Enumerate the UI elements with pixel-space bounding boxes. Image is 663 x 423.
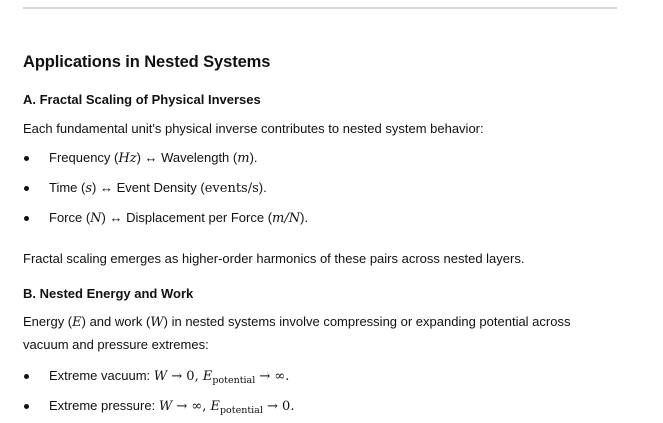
item-text: ) ↔ Event Density ( xyxy=(92,180,205,195)
intro-text: ) and work ( xyxy=(81,314,151,329)
bullet-icon xyxy=(24,186,29,191)
math-expr: → ∞. xyxy=(255,369,290,384)
math-symbol: W xyxy=(150,315,164,330)
math-subscript: potential xyxy=(219,405,263,416)
item-label: Extreme vacuum: xyxy=(49,368,154,383)
math-symbol: E xyxy=(202,369,213,384)
list-item-force: Force (N) ↔ Displacement per Force (m/N)… xyxy=(49,210,308,227)
item-label: Extreme pressure: xyxy=(49,398,159,413)
item-text: ). xyxy=(249,150,258,165)
item-text: Frequency ( xyxy=(49,150,119,165)
item-text: ). xyxy=(258,180,267,195)
list-item-extreme-pressure: Extreme pressure: W → ∞, Epotential → 0. xyxy=(49,398,294,419)
list-item-extreme-vacuum: Extreme vacuum: W → 0, Epotential → ∞. xyxy=(49,368,289,389)
math-unit: s xyxy=(85,181,93,196)
math-unit: m xyxy=(237,151,250,166)
math-symbol: E xyxy=(72,315,82,330)
math-symbol: E xyxy=(210,399,220,414)
bullet-icon xyxy=(24,156,29,161)
section-a-intro: Each fundamental unit's physical inverse… xyxy=(23,121,484,136)
section-b-intro-line1: Energy (E) and work (W) in nested system… xyxy=(23,314,570,331)
list-item-time: Time (s) ↔ Event Density (events/s). xyxy=(49,180,267,197)
math-unit: Hz xyxy=(118,151,137,166)
math-expr: → 0, xyxy=(167,369,203,384)
section-b-title: B. Nested Energy and Work xyxy=(23,286,194,301)
math-expr: → ∞, xyxy=(172,399,211,414)
math-unit: N xyxy=(90,211,102,226)
math-subscript: potential xyxy=(212,375,256,386)
page-heading: Applications in Nested Systems xyxy=(23,53,271,71)
math-expr: → 0. xyxy=(262,399,295,414)
list-item-frequency: Frequency (Hz) ↔ Wavelength (m). xyxy=(49,150,258,167)
section-b-intro-line2: vacuum and pressure extremes: xyxy=(23,337,209,352)
intro-text: Energy ( xyxy=(23,314,73,329)
item-text: Time ( xyxy=(49,180,86,195)
math-symbol: W xyxy=(158,399,173,414)
item-text: Force ( xyxy=(49,210,91,225)
math-symbol: W xyxy=(153,369,168,384)
intro-text: ) in nested systems involve compressing … xyxy=(163,314,571,329)
top-divider xyxy=(23,7,617,9)
bullet-icon xyxy=(24,216,29,221)
section-a-title: A. Fractal Scaling of Physical Inverses xyxy=(23,92,261,107)
section-a-outro: Fractal scaling emerges as higher-order … xyxy=(23,251,525,266)
item-text: ). xyxy=(300,210,309,225)
item-text: ) ↔ Wavelength ( xyxy=(136,150,238,165)
math-unit: m/N xyxy=(272,211,301,226)
bullet-icon xyxy=(24,404,29,409)
math-unit: events/s xyxy=(204,181,259,196)
item-text: ) ↔ Displacement per Force ( xyxy=(101,210,273,225)
bullet-icon xyxy=(24,374,29,379)
